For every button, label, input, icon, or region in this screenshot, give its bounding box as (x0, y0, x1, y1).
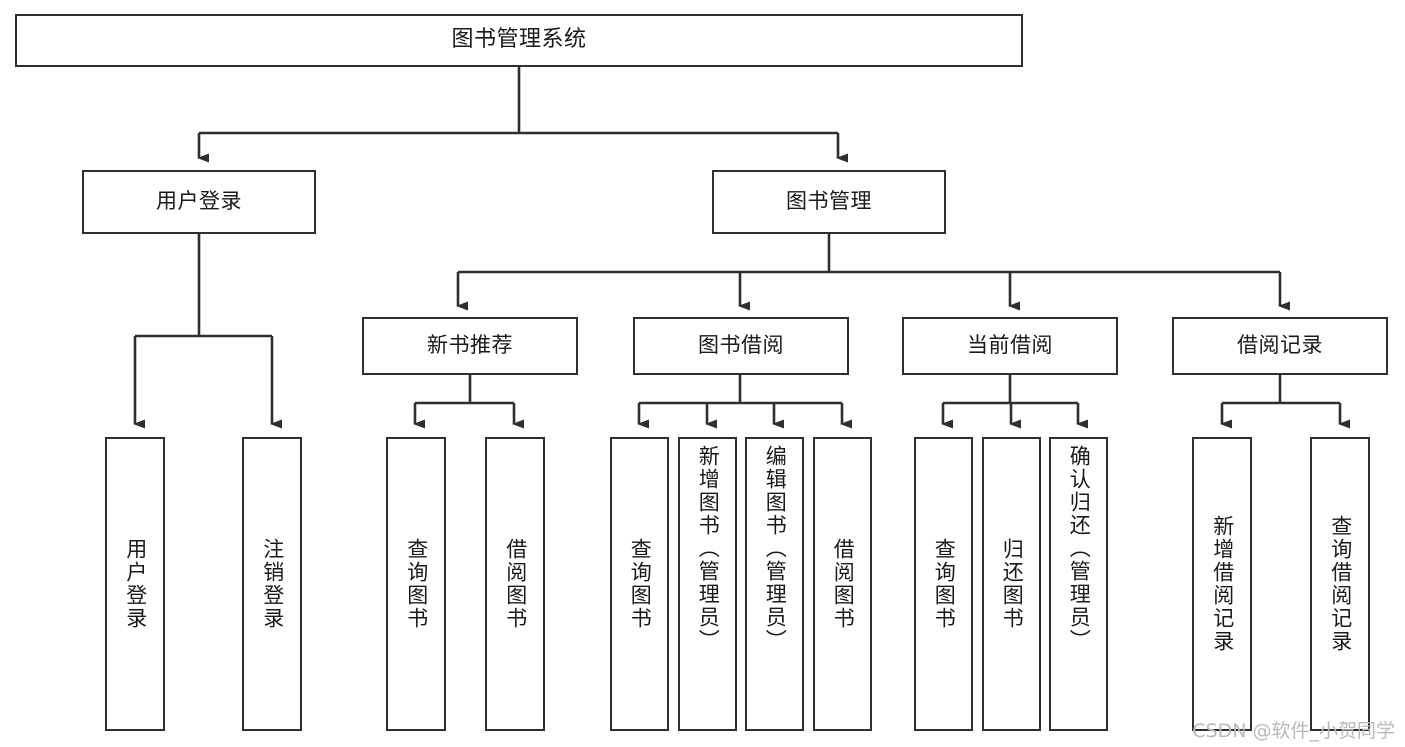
leaf-edit-book[interactable]: 编辑图书（管理员） (745, 437, 804, 731)
leaf-logout-login[interactable]: 注销登录 (242, 437, 302, 731)
node-label: 借阅记录 (1237, 333, 1323, 358)
csdn-watermark: CSDN @软件_小贺同学 (1192, 720, 1395, 742)
node-label: 用户登录 (123, 538, 148, 630)
node-label: 新书推荐 (427, 333, 513, 358)
leaf-add-book[interactable]: 新增图书（管理员） (678, 437, 737, 731)
node-label: 借阅图书 (503, 538, 528, 630)
node-borrow-record[interactable]: 借阅记录 (1172, 317, 1388, 375)
leaf-confirm-return[interactable]: 确认归还（管理员） (1049, 437, 1108, 731)
node-current-borrow[interactable]: 当前借阅 (902, 317, 1118, 375)
leaf-return-book[interactable]: 归还图书 (982, 437, 1041, 731)
node-label: 归还图书 (1000, 538, 1025, 630)
node-root-system[interactable]: 图书管理系统 (15, 14, 1023, 67)
node-new-book-recommend[interactable]: 新书推荐 (362, 317, 578, 375)
node-label: 确认归还（管理员） (1067, 445, 1092, 652)
leaf-user-login[interactable]: 用户登录 (105, 437, 165, 731)
node-book-manage[interactable]: 图书管理 (712, 170, 946, 234)
node-book-borrow[interactable]: 图书借阅 (633, 317, 849, 375)
leaf-query-book-recommend[interactable]: 查询图书 (386, 437, 446, 731)
leaf-query-book-borrow[interactable]: 查询图书 (610, 437, 669, 731)
node-label: 图书管理 (786, 189, 872, 214)
leaf-add-borrow-record[interactable]: 新增借阅记录 (1192, 437, 1252, 731)
node-label: 编辑图书（管理员） (763, 445, 788, 652)
leaf-borrow-book-recommend[interactable]: 借阅图书 (485, 437, 545, 731)
node-label: 新增借阅记录 (1210, 515, 1235, 653)
node-label: 用户登录 (156, 189, 242, 214)
leaf-query-borrow-record[interactable]: 查询借阅记录 (1310, 437, 1370, 731)
node-label: 注销登录 (260, 538, 285, 630)
leaf-borrow-book[interactable]: 借阅图书 (813, 437, 872, 731)
node-label: 查询借阅记录 (1328, 515, 1353, 653)
node-label: 查询图书 (628, 538, 653, 630)
node-label: 当前借阅 (967, 333, 1053, 358)
node-label: 查询图书 (404, 538, 429, 630)
node-label: 新增图书（管理员） (696, 445, 721, 652)
node-user-login[interactable]: 用户登录 (82, 170, 316, 234)
node-label: 查询图书 (932, 538, 957, 630)
leaf-query-book-current[interactable]: 查询图书 (914, 437, 973, 731)
node-label: 借阅图书 (831, 538, 856, 630)
node-label: 图书借阅 (698, 333, 784, 358)
node-label: 图书管理系统 (451, 27, 587, 53)
